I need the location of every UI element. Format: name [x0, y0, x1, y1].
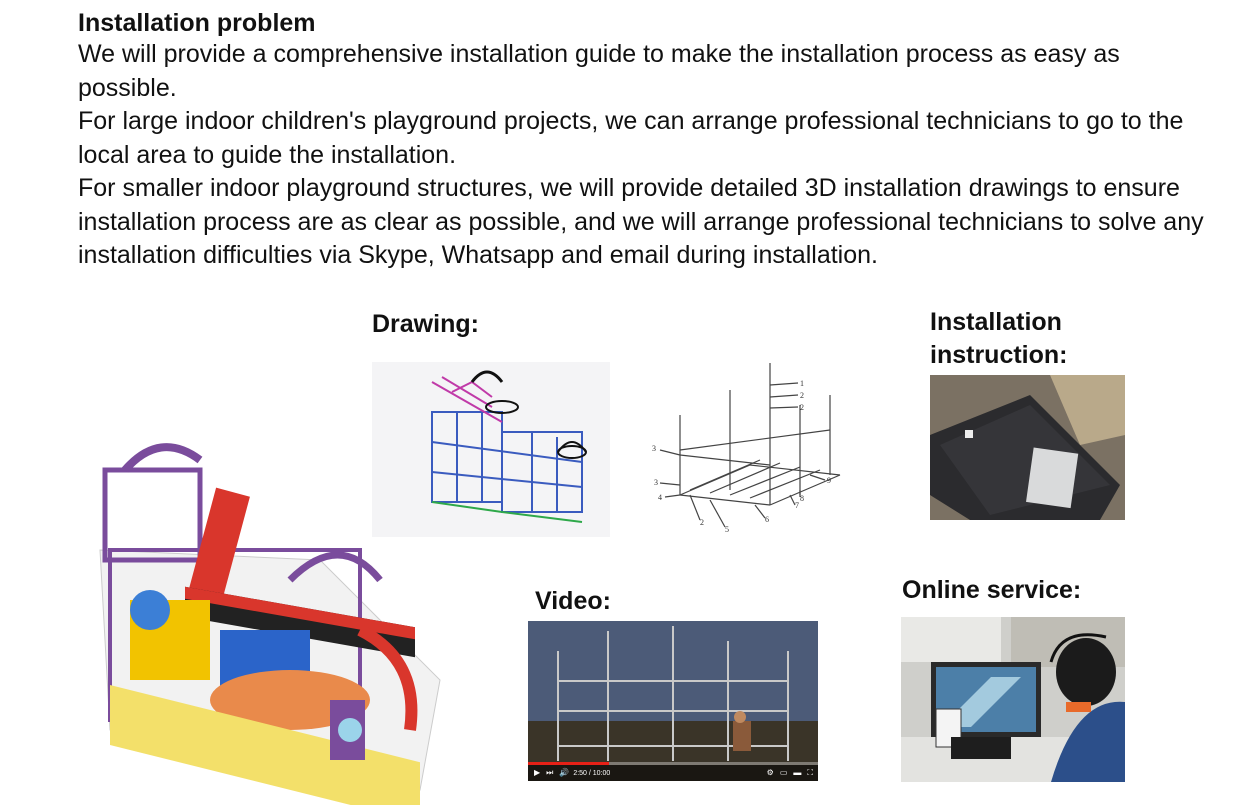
settings-icon[interactable]: ⚙	[766, 768, 774, 777]
svg-text:5: 5	[725, 525, 729, 534]
paragraph-small-structures: For smaller indoor playground structures…	[78, 174, 1204, 269]
video-controls: ▶ ⏭ 🔊 2:50 / 10:00 ⚙ ▭ ▬ ⛶	[528, 765, 818, 781]
next-icon[interactable]: ⏭	[546, 768, 554, 777]
structure-3d-drawing-image	[372, 362, 610, 537]
video-time: 2:50 / 10:00	[573, 769, 611, 777]
online-service-photo	[901, 617, 1125, 782]
drawing-label: Drawing:	[372, 310, 479, 338]
packaged-parts-photo	[930, 375, 1125, 520]
svg-text:8: 8	[800, 494, 804, 503]
page-title: Installation problem	[78, 9, 316, 37]
svg-text:9: 9	[827, 476, 831, 485]
installation-video-player[interactable]: ▶ ⏭ 🔊 2:50 / 10:00 ⚙ ▭ ▬ ⛶	[528, 621, 818, 781]
svg-text:3: 3	[654, 478, 658, 487]
play-icon[interactable]: ▶	[534, 768, 541, 777]
installation-instruction-label: Installation instruction:	[930, 308, 1068, 369]
paragraph-guide: We will provide a comprehensive installa…	[78, 40, 1120, 102]
video-progress-bar[interactable]	[528, 762, 818, 765]
online-service-label: Online service:	[902, 576, 1082, 604]
svg-text:2: 2	[800, 391, 804, 400]
svg-text:2: 2	[700, 518, 704, 527]
volume-icon[interactable]: 🔊	[559, 768, 570, 777]
svg-text:4: 4	[658, 493, 662, 502]
playground-rendering-image	[90, 430, 455, 805]
video-label: Video:	[535, 587, 611, 615]
fullscreen-icon[interactable]: ⛶	[807, 768, 813, 777]
svg-text:3: 3	[652, 444, 656, 453]
theater-icon[interactable]: ▬	[793, 768, 802, 777]
svg-text:2: 2	[800, 403, 804, 412]
frame-assembly-drawing-image: 1 2 2 3 3 4 2 5 6 7 8 9	[640, 355, 860, 535]
video-progress-fill	[528, 762, 610, 765]
svg-text:1: 1	[800, 379, 804, 388]
miniplayer-icon[interactable]: ▭	[779, 768, 788, 777]
svg-text:6: 6	[765, 515, 769, 524]
intro-section: Installation problem We will provide a c…	[78, 8, 1218, 273]
paragraph-large-projects: For large indoor children's playground p…	[78, 107, 1184, 169]
svg-text:7: 7	[795, 501, 799, 510]
